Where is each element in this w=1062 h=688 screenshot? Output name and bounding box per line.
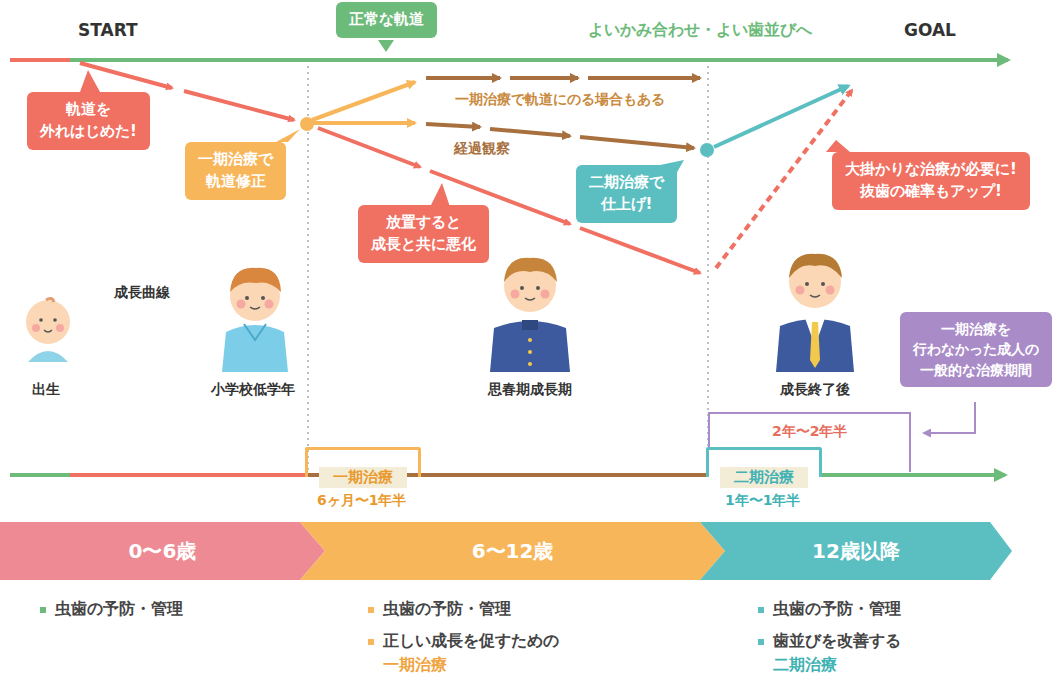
phase-label: 二期治療 [720, 467, 808, 488]
path-label: 経過観察 [454, 140, 510, 158]
bullet-text: 歯並びを改善する [773, 631, 901, 651]
callout-text: 二期治療で 仕上げ! [589, 172, 664, 216]
callout-text: 放置すると 成長と共に悪化 [371, 212, 476, 256]
warning-callout: 放置すると 成長と共に悪化 [358, 205, 489, 263]
status-box: 正常な軌道 [336, 2, 437, 38]
stage-label: 小学校低学年 [211, 381, 295, 399]
phase-box: 二期治療 [706, 447, 822, 477]
bullet-text: 虫歯の予防・管理 [55, 599, 183, 619]
callout-text: 軌道を 外れはじめた! [40, 99, 137, 143]
goal-label: GOAL [904, 20, 956, 41]
stage-label: 成長終了後 [780, 381, 850, 399]
band-label: 0〜6歳 [129, 538, 197, 565]
band-label: 6〜12歳 [472, 538, 554, 565]
bullet-highlight: 二期治療 [773, 655, 837, 675]
callout-text: 一期治療を 行わなかった成人の 一般的な治療期間 [913, 319, 1039, 380]
band-label: 12歳以降 [812, 538, 900, 565]
duration-label: 1年〜1年半 [725, 492, 800, 510]
stage-label: 思春期成長期 [488, 381, 572, 399]
bullet-highlight: 一期治療 [383, 655, 447, 675]
treatment-callout: 二期治療で 仕上げ! [576, 165, 677, 223]
bullet-text: 虫歯の予防・管理 [383, 599, 511, 619]
warning-callout: 大掛かりな治療が必要に! 抜歯の確率もアップ! [832, 152, 1030, 210]
duration-label: 6ヶ月〜1年半 [317, 492, 406, 510]
bullet-text: 虫歯の予防・管理 [773, 599, 901, 619]
note-box: 一期治療を 行わなかった成人の 一般的な治療期間 [900, 312, 1052, 387]
stage-label: 出生 [32, 381, 60, 399]
age-band: 0〜6歳 [0, 522, 325, 580]
bullet-text: 正しい成長を促すための [383, 631, 559, 651]
phase-box: 一期治療 [305, 447, 421, 477]
age-band: 6〜12歳 [300, 522, 725, 580]
duration-label: 2年〜2年半 [772, 423, 847, 441]
callout-text: 一期治療で 軌道修正 [198, 149, 273, 193]
warning-callout: 軌道を 外れはじめた! [27, 92, 150, 150]
age-band: 12歳以降 [700, 522, 1012, 580]
callout-text: 正常な軌道 [349, 9, 424, 31]
callout-text: 大掛かりな治療が必要に! 抜歯の確率もアップ! [845, 159, 1017, 203]
axis-label: 成長曲線 [114, 284, 170, 302]
path-label: 一期治療で軌道にのる場合もある [455, 91, 665, 109]
start-label: START [78, 20, 138, 41]
goal-caption: よいかみ合わせ・よい歯並びへ [588, 20, 812, 40]
treatment-callout: 一期治療で 軌道修正 [185, 142, 286, 200]
phase-label: 一期治療 [319, 467, 407, 488]
